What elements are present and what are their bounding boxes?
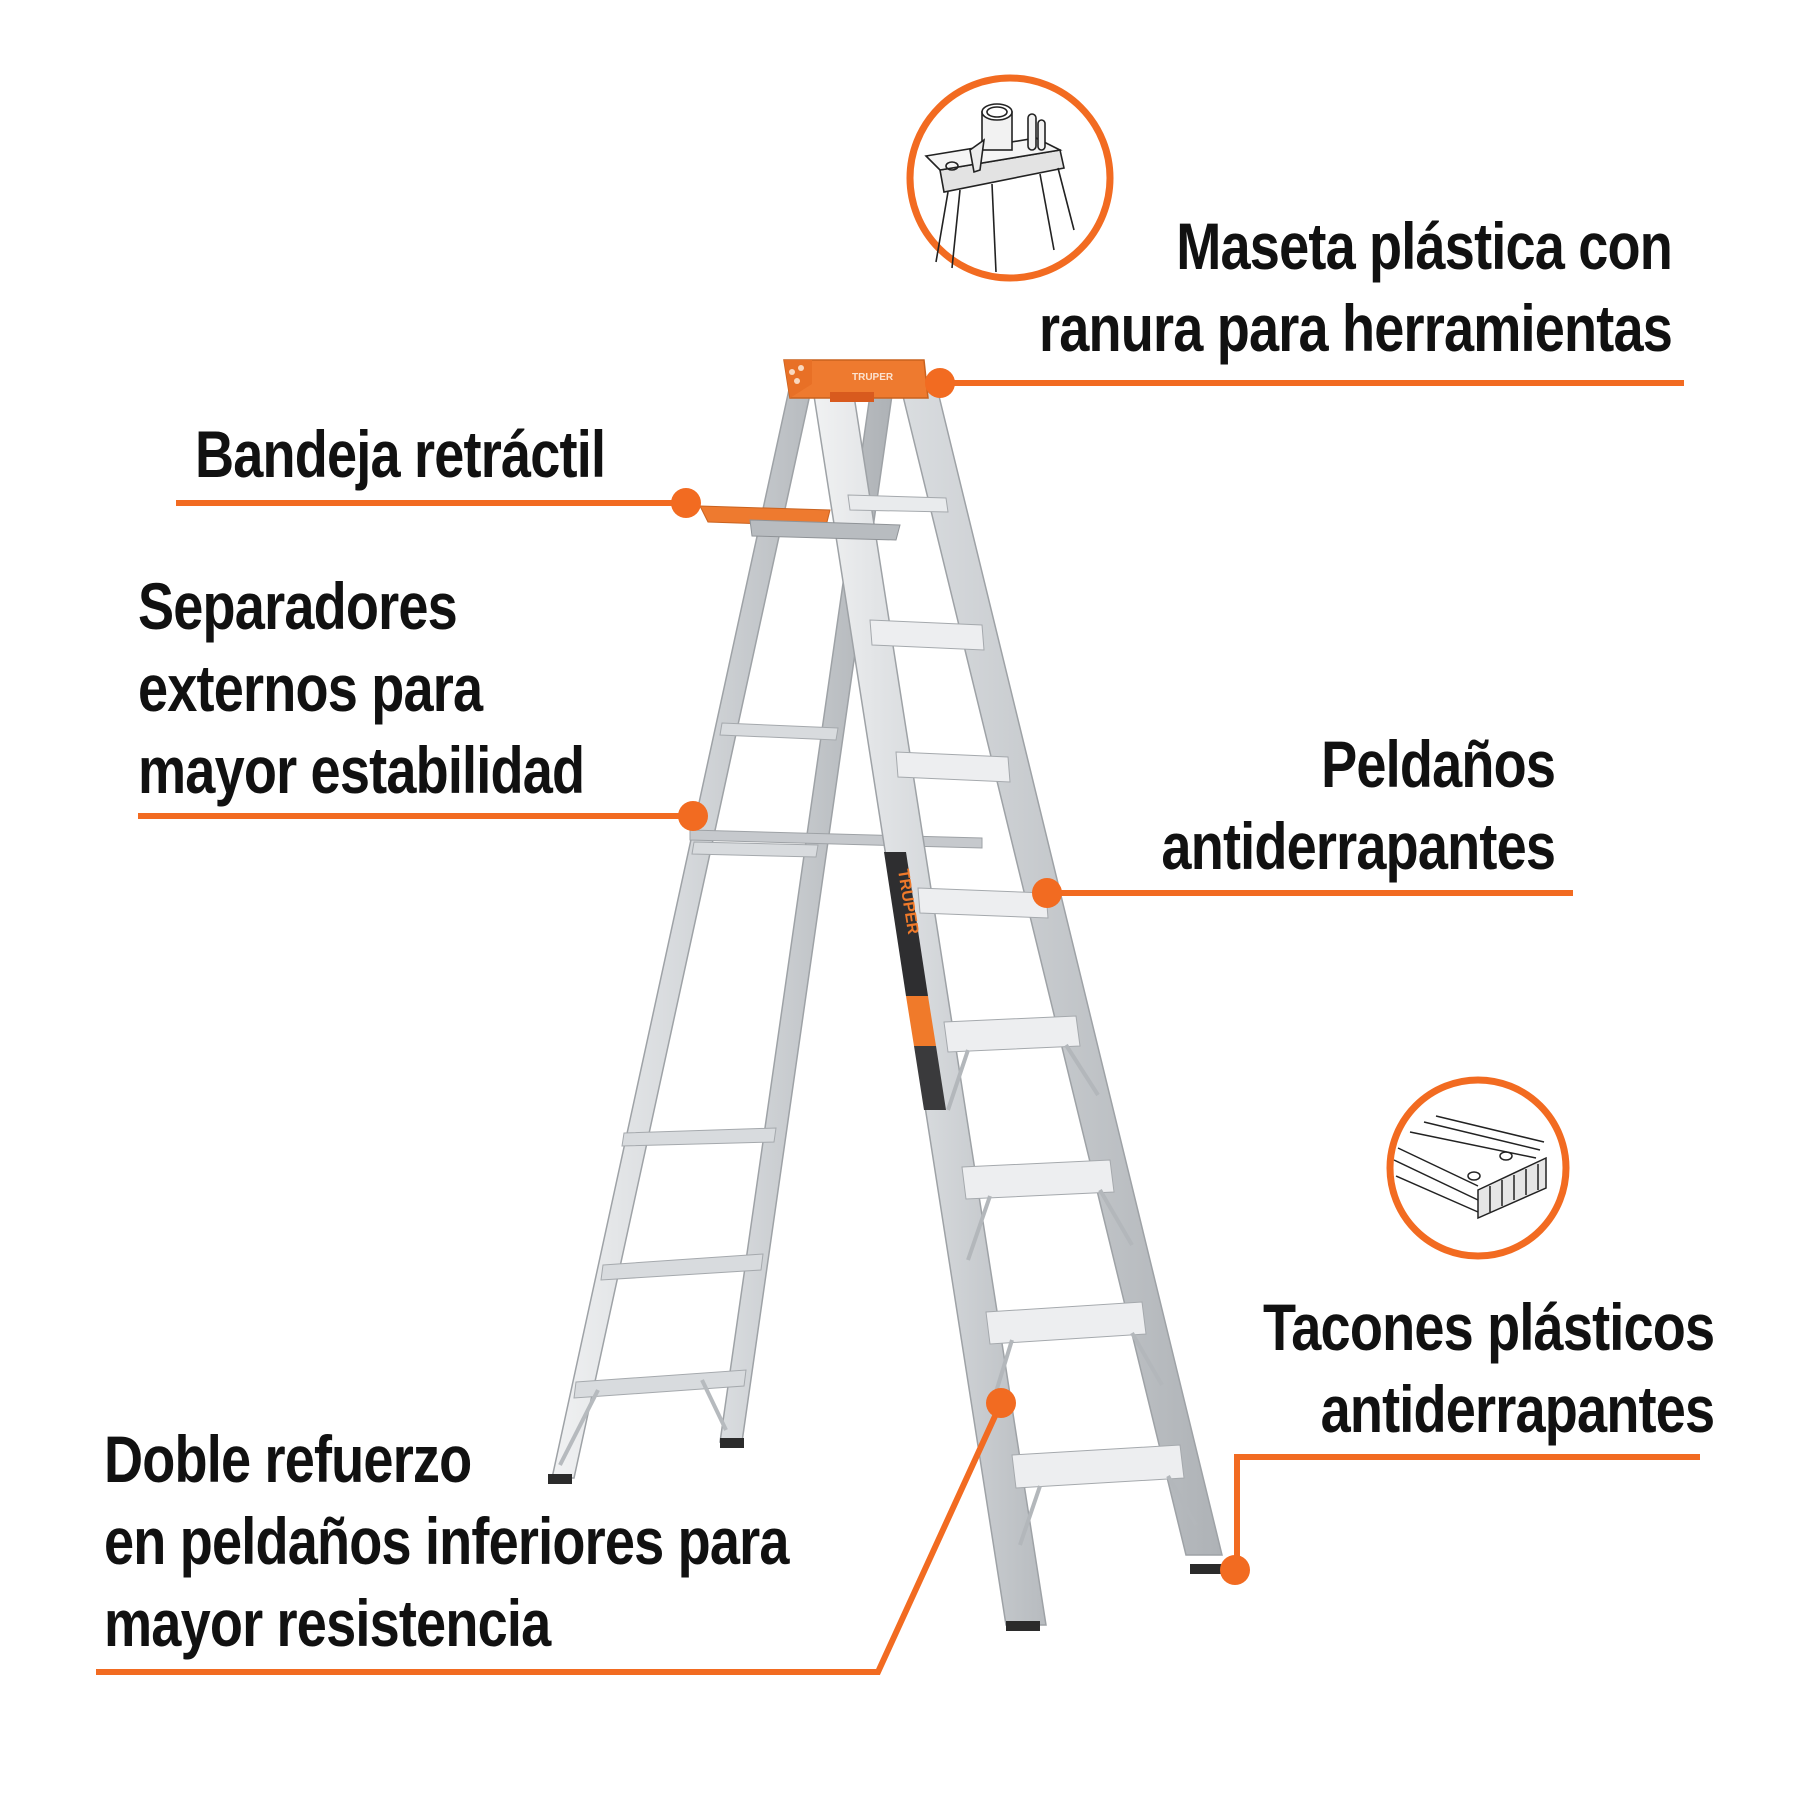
callout-tacones: Tacones plásticos antiderrapantes [1164,1286,1715,1450]
rubber-foot-icon [1386,1076,1570,1260]
top-cap: TRUPER [783,359,929,402]
step-braces [946,1043,1198,1546]
front-foot-right [1190,1564,1226,1574]
callout-maseta-line-2: ranura para herramientas [1038,291,1673,365]
callout-maseta: Maseta plástica con ranura para herramie… [900,205,1673,369]
callout-tacones-line-1: Tacones plásticos [1262,1290,1715,1364]
peldanos-dot [1032,878,1062,908]
callout-refuerzo-line-1: Doble refuerzo [104,1422,472,1496]
front-foot-left [1006,1621,1040,1631]
refuerzo-leader-line [96,1401,1004,1675]
callout-peldanos-line-2: antiderrapantes [1161,809,1556,883]
callout-peldanos: Peldaños antiderrapantes [1075,723,1556,887]
callout-bandeja-line-1: Bandeja retráctil [195,417,606,491]
callout-lines [96,380,1700,1675]
callout-maseta-line-1: Maseta plástica con [1176,209,1673,283]
callout-separadores: Separadores externos para mayor estabili… [138,565,682,811]
retractable-tray [699,505,901,541]
tacones-dot [1220,1555,1250,1585]
rear-frame [548,384,983,1484]
rear-foot-right [720,1438,744,1448]
separadores-dot [678,801,708,831]
maseta-dot [925,368,955,398]
callout-refuerzo: Doble refuerzo en peldaños inferiores pa… [104,1418,939,1664]
refuerzo-dot [986,1388,1016,1418]
callout-separadores-line-2: externos para [138,651,483,725]
callout-dots [671,368,1250,1585]
tool-tray-top-icon [906,74,1114,282]
callout-refuerzo-line-2: en peldaños inferiores para [104,1504,789,1578]
callout-separadores-line-1: Separadores [138,569,458,643]
front-frame: TRUPER [811,382,1226,1631]
callout-refuerzo-line-3: mayor resistencia [104,1586,551,1660]
callout-peldanos-line-1: Peldaños [1320,727,1556,801]
rear-foot-left [548,1474,572,1484]
bandeja-dot [671,488,701,518]
callout-separadores-line-3: mayor estabilidad [138,733,585,807]
step-rungs [847,494,1185,1489]
svg-text:TRUPER: TRUPER [852,372,894,383]
callout-bandeja: Bandeja retráctil [195,413,695,495]
callout-tacones-line-2: antiderrapantes [1320,1372,1715,1446]
tacones-leader-line [1234,1454,1700,1570]
